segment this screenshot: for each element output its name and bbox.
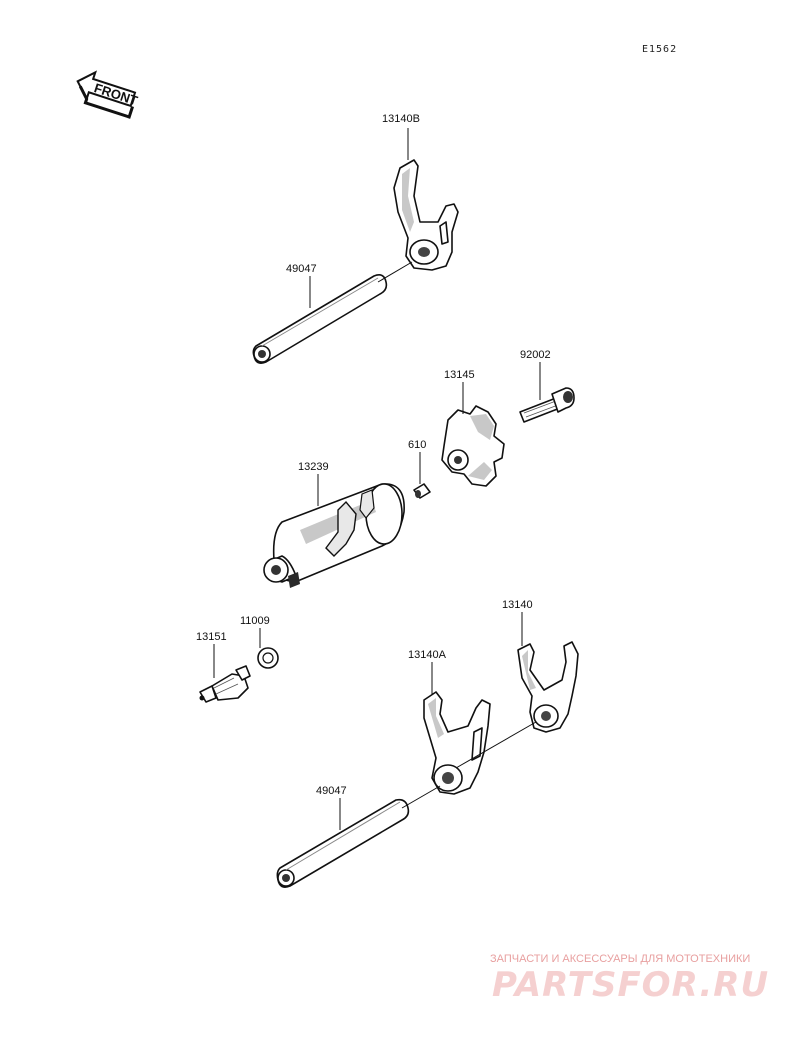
label-13239: 13239: [298, 461, 329, 473]
axis-line-lower-rod: [401, 785, 441, 809]
front-arrow-icon: FRONT: [76, 70, 140, 119]
watermark-logo: PARTSFOR.RU: [492, 965, 769, 1005]
shift-fork-13140a: [423, 691, 491, 795]
label-13145: 13145: [444, 369, 475, 381]
front-label: FRONT: [92, 80, 139, 108]
shift-rod-49047-lower: [276, 798, 410, 888]
label-49047-lower: 49047: [316, 785, 347, 797]
label-11009: 11009: [240, 615, 270, 627]
axis-line-upper: [377, 261, 413, 283]
label-13140: 13140: [502, 599, 533, 611]
shift-drum-13239: [263, 483, 405, 588]
label-13151: 13151: [196, 631, 227, 643]
neutral-switch-13151: [199, 665, 251, 703]
washer-11009: [257, 647, 279, 669]
axis-line-lower: [455, 721, 537, 769]
label-13140b: 13140B: [382, 113, 420, 125]
shift-rod-49047-upper: [252, 274, 388, 364]
drum-cam-13145: [441, 405, 505, 487]
shift-fork-13140: [517, 641, 579, 733]
shift-fork-13140b: [393, 159, 459, 271]
label-49047-upper: 49047: [286, 263, 317, 275]
label-610: 610: [408, 439, 426, 451]
diagram-code: E1562: [642, 44, 677, 55]
label-92002: 92002: [520, 349, 551, 361]
label-13140a: 13140A: [408, 649, 447, 661]
watermark-tagline: ЗАПЧАСТИ И АКСЕССУАРЫ ДЛЯ МОТОТЕХНИКИ: [490, 953, 750, 965]
bolt-92002: [519, 387, 575, 423]
pin-610: [413, 483, 431, 499]
